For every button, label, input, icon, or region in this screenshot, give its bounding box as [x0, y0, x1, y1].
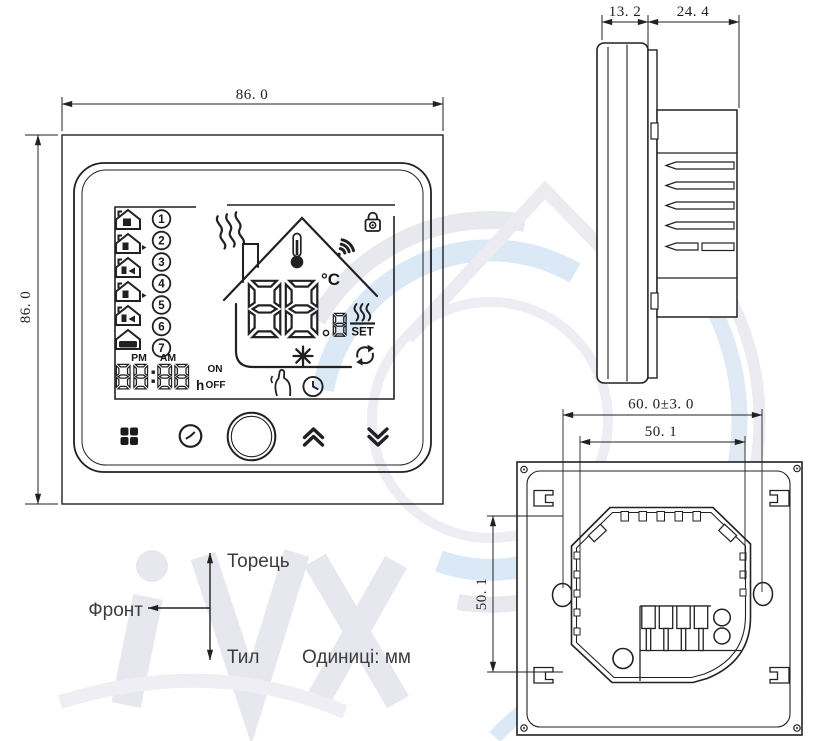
side-panel-depth-label: 13. 2: [609, 4, 642, 20]
heating-steam-icon: [215, 211, 246, 250]
front-width-dim-label: 86. 0: [236, 87, 269, 103]
mount-hole-left: [551, 582, 574, 608]
day-6-label: 6: [158, 322, 164, 334]
front-height-dim-label: 86. 0: [18, 291, 34, 324]
day-7-label: 7: [158, 343, 164, 355]
lcd-clock-icon: [302, 375, 324, 398]
day-number-icons: [151, 209, 172, 358]
power-button[interactable]: [226, 411, 277, 462]
lcd-boundary: [114, 206, 395, 400]
side-box-depth-label: 24. 4: [677, 4, 710, 20]
terminal-block: [639, 605, 741, 681]
back-view: [487, 409, 803, 736]
corner-screws: [520, 464, 801, 732]
screw-slot-left: [587, 523, 608, 543]
front-outer-frame: [61, 134, 444, 505]
front-height-dimension: [25, 134, 58, 505]
side-clip-bottom: [650, 292, 659, 310]
up-button[interactable]: [302, 427, 325, 447]
period-return2-icon: [115, 304, 141, 326]
house-icon: [222, 216, 379, 369]
period-sleep-icon: [115, 328, 141, 350]
module-octagon-outer: [570, 506, 752, 684]
pm-label: PM: [131, 352, 147, 364]
screw-slot-right: [717, 523, 738, 543]
front-width-dimension: [61, 97, 444, 131]
octagon-teeth: [620, 511, 701, 522]
snowflake-icon: [292, 345, 314, 367]
side-back-box: [656, 109, 738, 318]
lock-icon: [364, 211, 381, 232]
back-hole-height-label: 50. 1: [474, 578, 490, 611]
time-display: PM AM h ON OFF: [115, 352, 226, 393]
period-leave2-icon: [115, 280, 147, 302]
heat-set-indicator: SET: [350, 303, 375, 339]
clock-button[interactable]: [178, 424, 203, 448]
hour-unit-label: h: [196, 378, 204, 393]
octagon-side-bumps: [573, 551, 747, 636]
day-5-label: 5: [158, 300, 165, 312]
front-bezel-outer: [73, 162, 432, 473]
legend-front-label: Фронт: [88, 600, 143, 621]
orientation-legend: [147, 552, 214, 661]
side-panel-body: [596, 42, 649, 384]
back-dimensions: [487, 409, 763, 673]
side-dimensions: [601, 15, 740, 108]
day-3-label: 3: [158, 257, 164, 269]
thermometer-icon: [290, 232, 304, 269]
manual-hand-icon: [270, 369, 292, 397]
mount-hole-right: [752, 581, 774, 607]
wifi-icon: [337, 238, 355, 257]
sensor-hole: [612, 647, 634, 670]
celsius-unit-label: °C: [321, 270, 340, 289]
am-label: AM: [160, 352, 177, 364]
day-1-label: 1: [158, 214, 165, 226]
side-fins: [664, 161, 735, 252]
back-plate-inner: [526, 470, 791, 728]
side-clip-top: [650, 122, 659, 140]
down-button[interactable]: [367, 427, 389, 447]
units-label: Одиниці: мм: [302, 647, 411, 668]
day-4-label: 4: [158, 279, 165, 291]
period-return-icon: [115, 256, 141, 278]
front-bezel-inner: [81, 169, 424, 466]
mount-clips: [533, 489, 790, 684]
legend-rear-label: Тил: [227, 647, 259, 668]
set-label: SET: [351, 327, 373, 339]
temperature-display: [247, 279, 347, 339]
back-hole-width-label: 50. 1: [645, 424, 678, 440]
menu-button[interactable]: [120, 427, 139, 446]
on-label: ON: [208, 364, 223, 375]
off-label: OFF: [206, 380, 226, 391]
back-mount-span-label: 60. 0±3. 0: [628, 397, 694, 413]
legend-top-label: Торець: [227, 551, 290, 572]
schedule-period-icons: [115, 208, 147, 350]
period-wake-icon: [115, 208, 141, 230]
side-wall-plate: [647, 49, 658, 379]
side-view: [596, 15, 740, 384]
period-leave-icon: [115, 232, 147, 254]
front-view: 1 2 3 4 5 6 7: [25, 97, 444, 505]
day-2-label: 2: [158, 236, 164, 248]
sync-icon: [356, 344, 375, 366]
